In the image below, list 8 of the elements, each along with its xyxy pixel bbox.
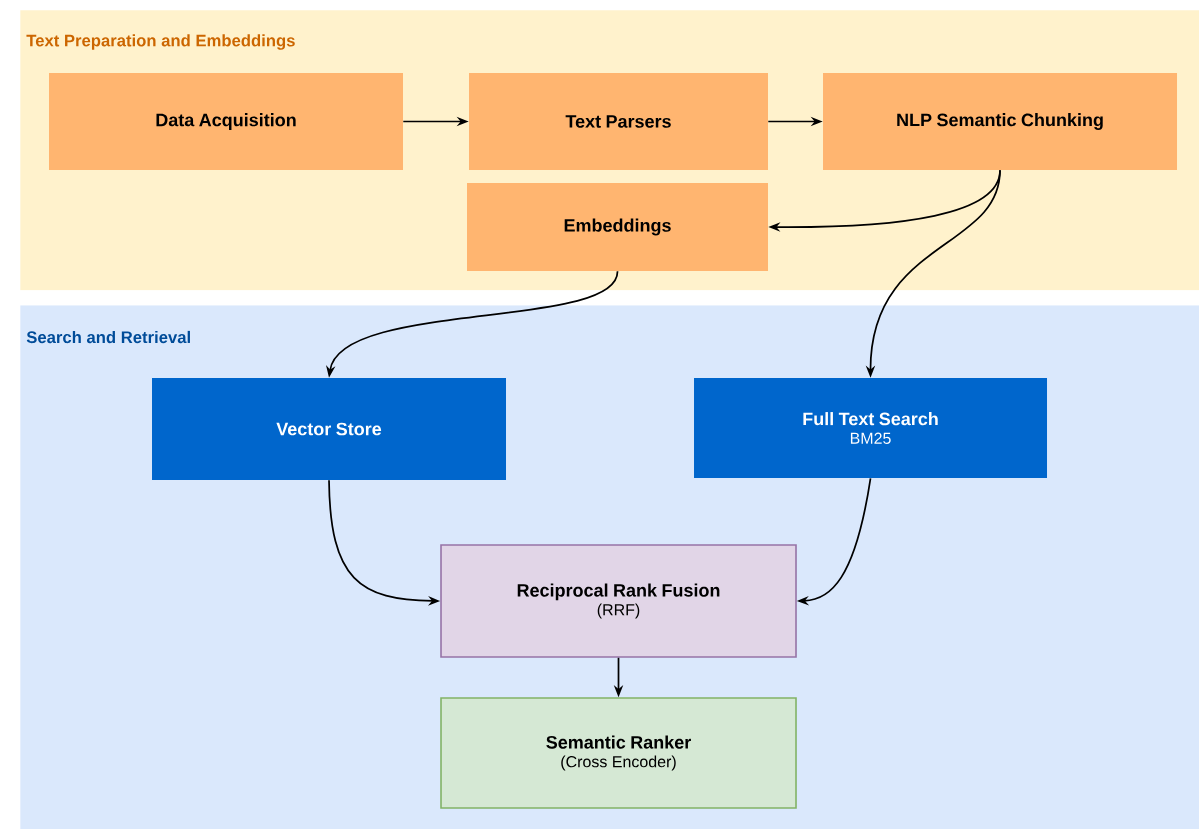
process-box: NLP Semantic Chunking (823, 73, 1177, 170)
process-box: Embeddings (467, 183, 768, 271)
process-box: Semantic Ranker (Cross Encoder) (440, 697, 797, 809)
process-box: Full Text Search BM25 (694, 378, 1047, 478)
process-box: Data Acquisition (49, 73, 403, 170)
process-box: Reciprocal Rank Fusion (RRF) (440, 544, 797, 658)
process-box: Vector Store (152, 378, 506, 480)
process-box: Text Parsers (469, 73, 768, 170)
